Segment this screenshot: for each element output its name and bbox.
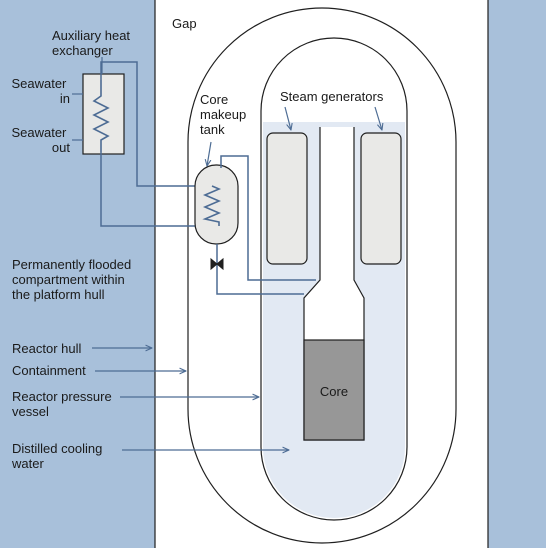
cmt-outlet-pipe [216, 244, 304, 295]
core-makeup-tank-coil-icon [202, 185, 222, 226]
aux-heat-exchanger-label: Auxiliary heat exchanger [52, 28, 134, 58]
core-makeup-tank-pointer [207, 141, 212, 166]
steam-gen-right-pointer [374, 106, 382, 130]
reactor-hull-label: Reactor hull [12, 341, 81, 356]
aux-heat-exchanger-box [82, 73, 125, 155]
aux-hx-pipe-upper [100, 61, 212, 187]
aux-hx-pipe-lower [100, 152, 219, 227]
steam-generator-right [360, 132, 402, 265]
steam-generator-left [266, 132, 308, 265]
reactor-pressure-vessel-label: Reactor pressure vessel [12, 389, 115, 419]
valve-icon [210, 257, 224, 271]
seawater-in-label: Seawater in [11, 76, 70, 106]
core-makeup-tank-label: Core makeup tank [200, 92, 250, 137]
seawater-out-label: Seawater out [11, 125, 70, 155]
flooded-compartment-right [488, 0, 546, 548]
heat-exchanger-coil-icon [92, 80, 110, 152]
reactor-core [303, 339, 365, 441]
distilled-cooling-water-label: Distilled cooling water [11, 441, 106, 471]
cmt-inlet-pipe [220, 155, 316, 281]
containment-label: Containment [12, 363, 86, 378]
steam-generators-label: Steam generators [280, 89, 384, 104]
gap-label: Gap [172, 16, 197, 31]
core-label: Core [320, 384, 348, 399]
core-makeup-tank [194, 164, 239, 245]
flooded-compartment-left [0, 0, 155, 548]
flooded-compartment-label: Permanently flooded compartment within t… [12, 257, 135, 302]
steam-gen-left-pointer [284, 106, 291, 130]
